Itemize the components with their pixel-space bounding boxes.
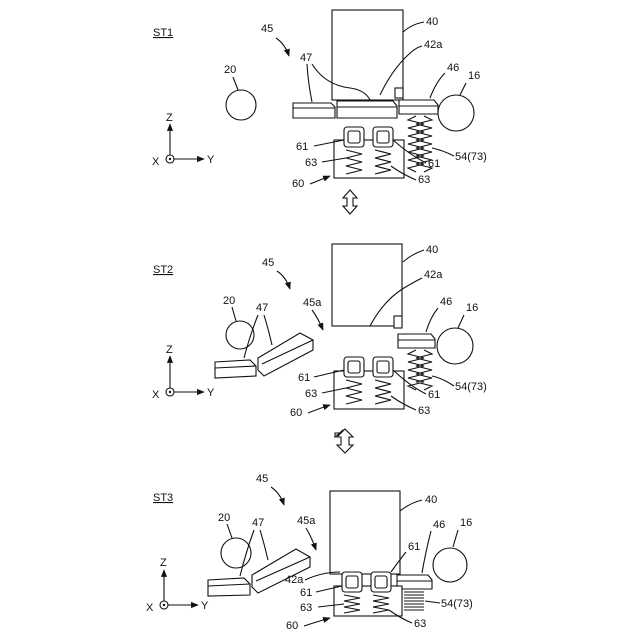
label-42a: 42a bbox=[424, 39, 443, 51]
axis-x-label: X bbox=[146, 602, 154, 614]
label-61-b: 61 bbox=[428, 389, 440, 401]
label-40: 40 bbox=[426, 16, 438, 28]
label-63-a: 63 bbox=[300, 602, 312, 614]
label-20: 20 bbox=[218, 512, 230, 524]
roller-16 bbox=[433, 548, 467, 582]
label-60: 60 bbox=[286, 620, 298, 632]
label-54-73: 54(73) bbox=[441, 598, 473, 610]
label-47: 47 bbox=[256, 302, 268, 314]
axis-y-label: Y bbox=[201, 600, 209, 612]
axis-x-label: X bbox=[152, 156, 160, 168]
stage-st2: ST2 Z X Y 20 40 42a 47 45a 46 bbox=[152, 244, 487, 419]
axis-triad-st2: Z X Y bbox=[152, 344, 215, 401]
member-40 bbox=[332, 244, 402, 326]
stage-label-st1: ST1 bbox=[153, 27, 173, 39]
label-45a: 45a bbox=[303, 297, 322, 309]
stage-label-st3: ST3 bbox=[153, 492, 173, 504]
axis-z-label: Z bbox=[166, 344, 173, 356]
label-45: 45 bbox=[261, 23, 273, 35]
axis-x-label: X bbox=[152, 389, 160, 401]
axis-z-label: Z bbox=[160, 557, 167, 569]
label-61: 61 bbox=[300, 587, 312, 599]
transition-arrow-2 bbox=[335, 429, 353, 453]
label-20: 20 bbox=[224, 64, 236, 76]
stage-st1: ST1 Z X Y 20 40 42a 47 46 bbox=[152, 10, 487, 190]
pin-61-right bbox=[373, 127, 393, 147]
roller-20 bbox=[226, 90, 256, 120]
label-45: 45 bbox=[262, 257, 274, 269]
label-54-73: 54(73) bbox=[455, 381, 487, 393]
member-40 bbox=[330, 491, 400, 574]
plate-47-left bbox=[208, 578, 250, 596]
label-63-b: 63 bbox=[418, 174, 430, 186]
label-63-a: 63 bbox=[305, 157, 317, 169]
axis-y-label: Y bbox=[207, 387, 215, 399]
label-47: 47 bbox=[252, 517, 264, 529]
label-16: 16 bbox=[460, 517, 472, 529]
plate-47-left bbox=[293, 103, 335, 118]
roller-16 bbox=[437, 328, 473, 364]
label-45a: 45a bbox=[297, 515, 316, 527]
label-46: 46 bbox=[433, 519, 445, 531]
label-40: 40 bbox=[426, 244, 438, 256]
pin-61-left bbox=[344, 357, 364, 377]
plate-46 bbox=[398, 334, 435, 348]
label-54-73: 54(73) bbox=[455, 151, 487, 163]
label-63-b: 63 bbox=[414, 618, 426, 630]
label-61-a: 61 bbox=[298, 372, 310, 384]
label-16: 16 bbox=[468, 70, 480, 82]
label-61-a: 61 bbox=[296, 141, 308, 153]
axis-triad-st3: Z X Y bbox=[146, 557, 209, 614]
axis-z-label: Z bbox=[166, 112, 173, 124]
label-42a: 42a bbox=[285, 574, 304, 586]
stage-st3: ST3 Z X Y 20 40 47 45a 46 16 bbox=[146, 473, 473, 632]
label-46: 46 bbox=[440, 296, 452, 308]
label-61-top: 61 bbox=[408, 541, 420, 553]
plate-47-left bbox=[215, 360, 256, 378]
stage-label-st2: ST2 bbox=[153, 264, 173, 276]
plate-47-center bbox=[337, 101, 397, 118]
label-60: 60 bbox=[292, 178, 304, 190]
pin-61-right bbox=[371, 572, 391, 592]
label-47: 47 bbox=[300, 52, 312, 64]
spring-54 bbox=[404, 592, 424, 610]
label-61-b: 61 bbox=[428, 158, 440, 170]
label-16: 16 bbox=[466, 302, 478, 314]
pin-61-right bbox=[373, 357, 393, 377]
label-63-b: 63 bbox=[418, 405, 430, 417]
label-60: 60 bbox=[290, 407, 302, 419]
label-42a: 42a bbox=[424, 269, 443, 281]
axis-y-label: Y bbox=[207, 154, 215, 166]
pin-61-left bbox=[342, 572, 362, 592]
roller-20 bbox=[226, 321, 254, 349]
plate-46 bbox=[399, 100, 438, 114]
axis-triad-st1: Z X Y bbox=[152, 112, 215, 168]
label-46: 46 bbox=[447, 62, 459, 74]
pin-61-left bbox=[344, 127, 364, 147]
transition-arrow-1 bbox=[343, 190, 357, 214]
roller-16 bbox=[438, 95, 474, 131]
label-45: 45 bbox=[256, 473, 268, 485]
label-20: 20 bbox=[223, 295, 235, 307]
label-40: 40 bbox=[425, 494, 437, 506]
label-63-a: 63 bbox=[305, 388, 317, 400]
plate-47-center bbox=[258, 333, 313, 376]
